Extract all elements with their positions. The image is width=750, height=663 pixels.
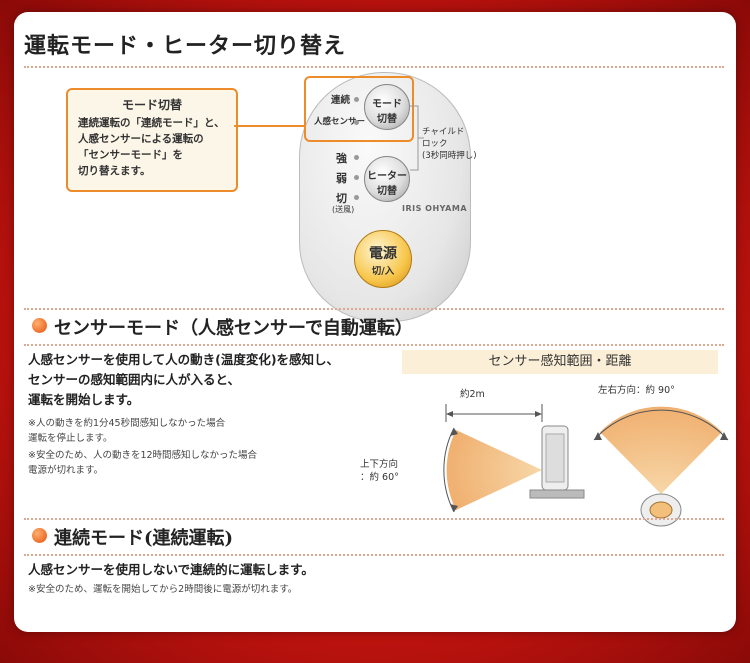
mode-switch-button[interactable]: モード 切替 — [364, 84, 410, 130]
child-lock-bracket — [410, 105, 424, 171]
power-button[interactable]: 電源 切/入 — [354, 230, 412, 288]
indicator-dot — [354, 155, 359, 160]
heater-switch-button[interactable]: ヒーター 切替 — [364, 156, 410, 202]
title-divider — [24, 66, 724, 68]
callout-line: 「センサーモード」を — [78, 149, 183, 161]
callout-line: 連続運転の「連続モード」と、 — [78, 117, 225, 129]
sensor-mode-description: 人感センサーを使用して人の動き(温度変化)を感知し、 センサーの感知範囲内に人が… — [28, 352, 340, 407]
sensor-mode-heading: センサーモード（人感センサーで自動運転） — [54, 318, 413, 339]
continuous-note: ※安全のため、運転を開始してから2時間後に電源が切れます。 — [28, 584, 298, 595]
section-bullet-icon — [32, 528, 47, 543]
page-title: 運転モード・ヒーター切り替え — [24, 33, 347, 59]
callout-body: 連続運転の「連続モード」と、 人感センサーによる運転の 「センサーモード」を 切… — [78, 115, 236, 179]
sensor-note: ※人の動きを約1分45秒間感知しなかった場合 運転を停止します。 — [28, 418, 226, 444]
child-lock-label: チャイルド ロック (3秒同時押し) — [422, 127, 477, 161]
label-sensor: 人感センサー — [314, 117, 366, 127]
section-bullet-icon — [32, 318, 47, 333]
mode-highlight-box — [304, 76, 414, 142]
section-divider — [24, 344, 724, 346]
section-divider — [24, 308, 724, 310]
content-card: 運転モード・ヒーター切り替え モード切替 連続運転の「連続モード」と、 人感セン… — [14, 12, 736, 632]
section-divider — [24, 518, 724, 520]
mode-callout: モード切替 連続運転の「連続モード」と、 人感センサーによる運転の 「センサーモ… — [66, 88, 238, 192]
horizontal-angle-label: 左右方向：約 90° — [598, 385, 675, 396]
continuous-mode-heading: 連続モード(連続運転) — [54, 528, 234, 549]
callout-line: 人感センサーによる運転の — [78, 133, 204, 145]
vertical-angle-label: 上下方向 ：約 60° — [360, 459, 399, 483]
continuous-mode-description: 人感センサーを使用しないで連続的に運転します。 — [28, 562, 314, 577]
callout-line: 切り替えます。 — [78, 165, 151, 177]
indicator-dot — [354, 175, 359, 180]
indicator-dot — [354, 195, 359, 200]
label-heat-off: 切 — [336, 192, 347, 205]
indicator-dot — [354, 120, 359, 125]
sensor-range-title: センサー感知範囲・距離 — [402, 350, 718, 374]
section-divider — [24, 554, 724, 556]
label-heat-off-sub: (送風) — [332, 205, 355, 214]
brand-logo: IRIS OHYAMA — [402, 204, 468, 213]
indicator-dot — [354, 97, 359, 102]
distance-label: 約2m — [460, 389, 485, 400]
label-continuous: 連続 — [331, 95, 351, 106]
label-heat-weak: 弱 — [336, 172, 347, 185]
callout-connector — [234, 125, 304, 127]
sensor-note: ※安全のため、人の動きを12時間感知しなかった場合 電源が切れます。 — [28, 450, 258, 476]
callout-title: モード切替 — [121, 98, 182, 112]
label-heat-strong: 強 — [336, 152, 347, 165]
